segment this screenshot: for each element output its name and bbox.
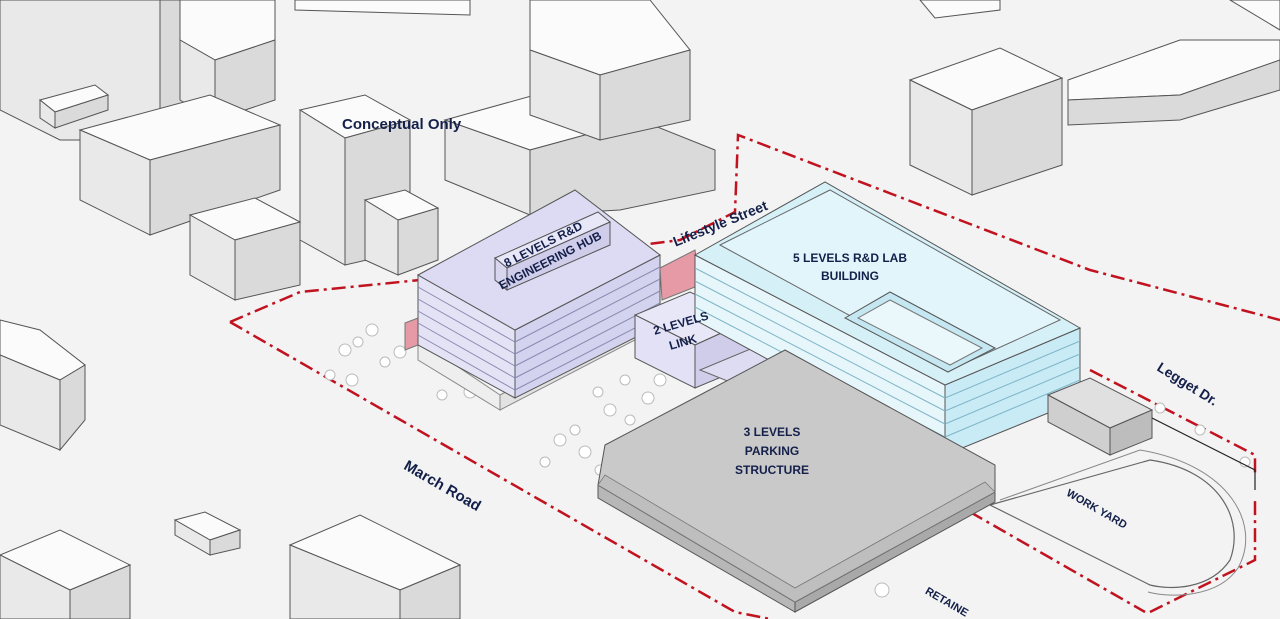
site-boundary	[1089, 368, 1257, 475]
trees	[324, 323, 1251, 598]
parking-label-line2: PARKING	[745, 444, 799, 458]
parking-label-line1: 3 LEVELS	[744, 425, 801, 439]
site-boundary	[229, 320, 771, 619]
lab-label-line2: BUILDING	[821, 269, 879, 283]
context-building	[919, 0, 1280, 31]
work-yard-ramp	[988, 459, 1235, 589]
context-building	[363, 189, 440, 276]
service-block	[1046, 377, 1256, 490]
lab-label-line1: 5 LEVELS R&D LAB	[793, 251, 907, 265]
parking-label-line3: STRUCTURE	[735, 463, 809, 477]
context-building	[0, 319, 86, 452]
parking-structure	[597, 349, 996, 613]
context-building	[78, 94, 282, 236]
context-building	[288, 514, 462, 619]
context-building	[38, 84, 110, 129]
site-boundary	[969, 510, 1146, 614]
context-building	[908, 47, 1064, 196]
conceptual-note: Conceptual Only	[342, 116, 462, 133]
context-building	[294, 0, 471, 16]
context-building	[1067, 39, 1280, 126]
context-building	[188, 197, 302, 301]
context-building	[529, 0, 691, 141]
context-building	[173, 511, 242, 556]
site-boundary	[229, 133, 1280, 324]
engineering-hub-building	[404, 189, 661, 411]
context-building	[0, 529, 132, 619]
